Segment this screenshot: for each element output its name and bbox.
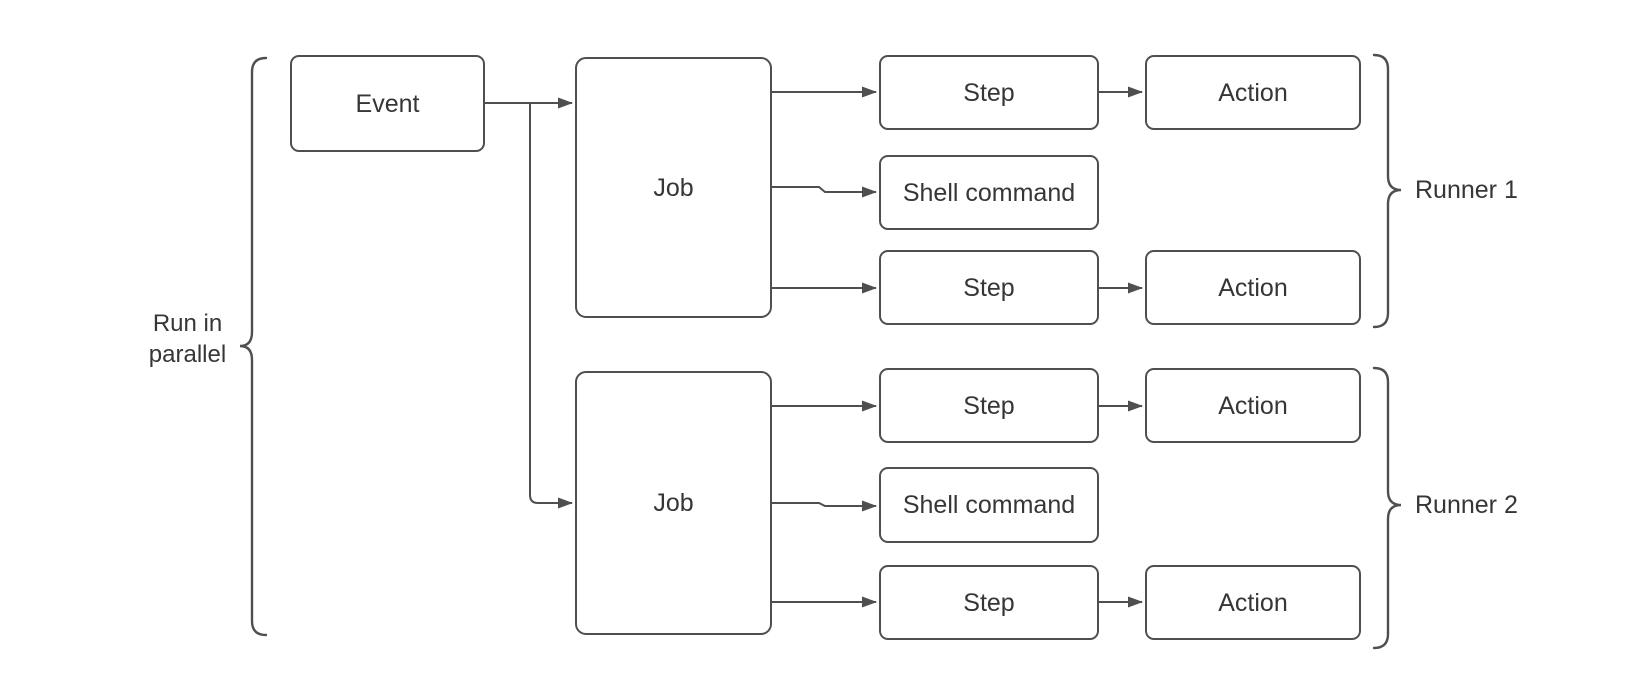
runner1-brace bbox=[1372, 53, 1402, 329]
runner2-action2-node: Action bbox=[1145, 565, 1361, 640]
runner1-action1-node: Action bbox=[1145, 55, 1361, 130]
arrow-event-to-job2 bbox=[529, 103, 573, 509]
runner2-action1-node: Action bbox=[1145, 368, 1361, 443]
run-in-parallel-label: Run in parallel bbox=[148, 310, 227, 368]
event-node: Event bbox=[290, 55, 485, 152]
run-in-parallel-brace bbox=[239, 56, 268, 637]
runner2-brace bbox=[1372, 366, 1402, 650]
runner1-shell-command-node: Shell command bbox=[879, 155, 1099, 230]
runner1-step1-node: Step bbox=[879, 55, 1099, 130]
arrow-job2-to-shell-command bbox=[772, 500, 877, 512]
arrow-job1-to-shell-command bbox=[772, 186, 877, 198]
job1-node: Job bbox=[575, 57, 772, 318]
runner2-shell-command-node: Shell command bbox=[879, 467, 1099, 543]
runner1-label: Runner 1 bbox=[1415, 176, 1518, 204]
job2-node: Job bbox=[575, 371, 772, 635]
runner2-step2-node: Step bbox=[879, 565, 1099, 640]
runner1-action2-node: Action bbox=[1145, 250, 1361, 325]
runner2-label: Runner 2 bbox=[1415, 491, 1518, 519]
runner2-step1-node: Step bbox=[879, 368, 1099, 443]
runner1-step2-node: Step bbox=[879, 250, 1099, 325]
